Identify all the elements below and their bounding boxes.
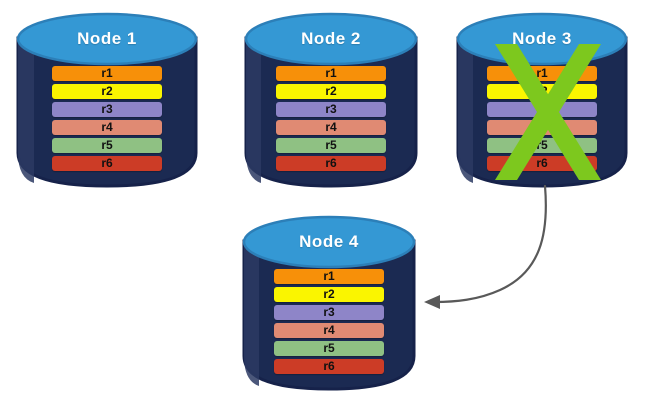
row-r1[interactable]: r1 bbox=[52, 66, 162, 81]
row-r5[interactable]: r5 bbox=[487, 138, 597, 153]
row-r4[interactable]: r4 bbox=[52, 120, 162, 135]
row-r6[interactable]: r6 bbox=[52, 156, 162, 171]
node-3[interactable]: Node 3 r1 r2 r3 r4 r5 r6 bbox=[454, 8, 630, 190]
node-1[interactable]: Node 1 r1 r2 r3 r4 r5 r6 bbox=[14, 8, 200, 190]
row-r1[interactable]: r1 bbox=[274, 269, 384, 284]
row-r3[interactable]: r3 bbox=[274, 305, 384, 320]
row-r4[interactable]: r4 bbox=[274, 323, 384, 338]
row-r5[interactable]: r5 bbox=[274, 341, 384, 356]
row-r3[interactable]: r3 bbox=[276, 102, 386, 117]
row-r2[interactable]: r2 bbox=[276, 84, 386, 99]
row-r2[interactable]: r2 bbox=[274, 287, 384, 302]
row-r1[interactable]: r1 bbox=[276, 66, 386, 81]
row-r1[interactable]: r1 bbox=[487, 66, 597, 81]
row-r2[interactable]: r2 bbox=[52, 84, 162, 99]
row-r3[interactable]: r3 bbox=[487, 102, 597, 117]
row-r5[interactable]: r5 bbox=[276, 138, 386, 153]
row-r6[interactable]: r6 bbox=[487, 156, 597, 171]
row-r4[interactable]: r4 bbox=[276, 120, 386, 135]
row-r3[interactable]: r3 bbox=[52, 102, 162, 117]
row-r5[interactable]: r5 bbox=[52, 138, 162, 153]
row-r4[interactable]: r4 bbox=[487, 120, 597, 135]
row-r6[interactable]: r6 bbox=[276, 156, 386, 171]
node-4[interactable]: Node 4 r1 r2 r3 r4 r5 r6 bbox=[240, 211, 418, 393]
row-r2[interactable]: r2 bbox=[487, 84, 597, 99]
row-r6[interactable]: r6 bbox=[274, 359, 384, 374]
node-2[interactable]: Node 2 r1 r2 r3 r4 r5 r6 bbox=[242, 8, 420, 190]
